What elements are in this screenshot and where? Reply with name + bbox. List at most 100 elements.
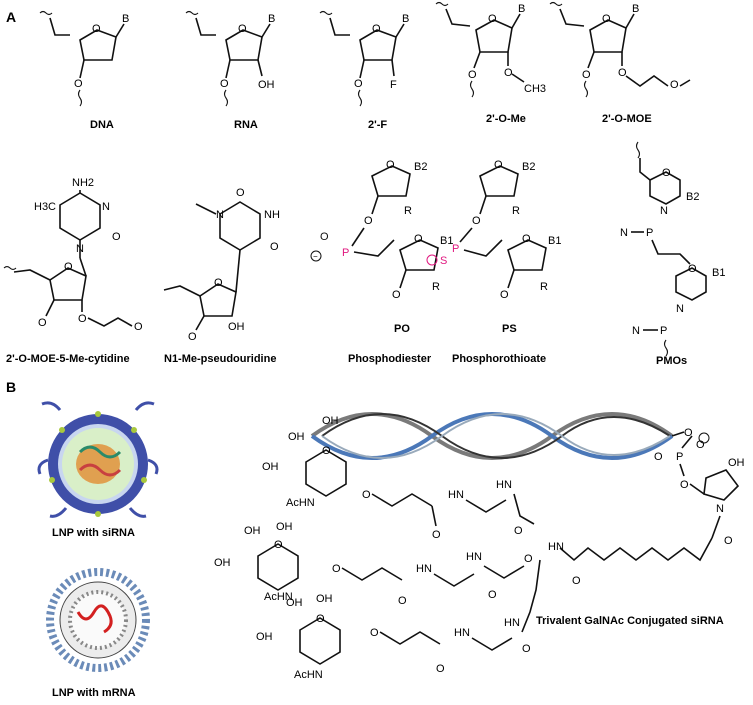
svg-text:N: N	[716, 503, 724, 515]
svg-text:O: O	[320, 231, 329, 243]
n1-me-pseudouridine-structure: N NH O O O O OH N1-Me-pseudouridine	[163, 187, 280, 365]
lnp-mrna-label: LNP with mRNA	[52, 687, 136, 699]
svg-text:B2: B2	[414, 161, 427, 173]
svg-text:O: O	[92, 23, 101, 35]
2moe-label: 2'-O-MOE	[602, 113, 652, 125]
svg-text:O: O	[362, 489, 371, 501]
svg-text:N: N	[216, 209, 224, 221]
pmos-label: PMOs	[656, 355, 687, 367]
svg-text:B1: B1	[548, 235, 561, 247]
svg-text:OH: OH	[286, 597, 303, 609]
svg-text:O: O	[274, 539, 283, 551]
svg-text:CH3: CH3	[524, 83, 546, 95]
lnp-mrna-illustration: LNP with mRNA	[46, 568, 150, 699]
svg-text:OH: OH	[258, 79, 275, 91]
svg-text:O: O	[112, 231, 121, 243]
svg-text:O: O	[316, 613, 325, 625]
svg-text:O: O	[436, 663, 445, 675]
svg-text:P: P	[660, 325, 667, 337]
dna-structure: O B O DNA	[39, 10, 129, 131]
svg-text:O: O	[472, 215, 481, 227]
svg-text:H: H	[548, 541, 556, 553]
svg-text:N: N	[556, 541, 564, 553]
svg-text:B: B	[632, 3, 639, 15]
svg-text:O: O	[74, 78, 83, 90]
svg-text:−: −	[313, 252, 318, 261]
po-tag: PO	[394, 323, 410, 335]
2ome-label: 2'-O-Me	[486, 113, 526, 125]
moe-5me-cytidine-label: 2'-O-MOE-5-Me-cytidine	[6, 353, 130, 365]
rna-label: RNA	[234, 119, 258, 131]
svg-text:O: O	[332, 563, 341, 575]
svg-text:O: O	[64, 261, 73, 273]
pmo-structure: O B2 N P N O B1 N P N PMOs	[620, 141, 725, 367]
ps-tag: PS	[502, 323, 517, 335]
svg-text:P: P	[342, 247, 349, 259]
svg-text:O: O	[680, 479, 689, 491]
svg-text:H: H	[416, 563, 424, 575]
svg-text:O: O	[524, 553, 533, 565]
svg-text:O: O	[602, 13, 611, 25]
svg-text:B: B	[402, 13, 409, 25]
lnp-sirna-label: LNP with siRNA	[52, 527, 135, 539]
svg-text:O: O	[618, 67, 627, 79]
svg-text:O: O	[670, 79, 679, 91]
svg-text:O: O	[372, 23, 381, 35]
svg-text:R: R	[540, 281, 548, 293]
svg-text:O: O	[38, 317, 47, 329]
svg-text:O: O	[432, 529, 441, 541]
svg-text:O: O	[522, 643, 531, 655]
svg-text:N: N	[102, 201, 110, 213]
galnac-branch-1: O OH OH OH AcHN O O H N H N O O	[262, 415, 535, 565]
galnac-branch-2: O OH OH OH AcHN O O H N H N O	[214, 521, 525, 607]
svg-text:OH: OH	[276, 521, 293, 533]
svg-text:R: R	[432, 281, 440, 293]
galnac-branch-3: O OH OH OH AcHN O O H N H N O	[256, 559, 541, 681]
svg-text:O: O	[494, 159, 503, 171]
galnac-label: Trivalent GalNAc Conjugated siRNA	[536, 615, 724, 627]
svg-text:O: O	[504, 67, 513, 79]
svg-text:P: P	[646, 227, 653, 239]
svg-text:O: O	[220, 78, 229, 90]
svg-text:N: N	[676, 303, 684, 315]
svg-text:N: N	[512, 617, 520, 629]
svg-text:N: N	[424, 563, 432, 575]
svg-text:N: N	[456, 489, 464, 501]
svg-text:R: R	[512, 205, 520, 217]
svg-text:P: P	[452, 243, 459, 255]
sirna-helix	[310, 412, 674, 460]
svg-text:OH: OH	[214, 557, 231, 569]
svg-text:O: O	[696, 439, 705, 451]
svg-text:O: O	[662, 167, 671, 179]
phosphodiester-structure: O B2 R O P O − O B1 R O PO Phosphodieste…	[310, 159, 453, 365]
svg-text:O: O	[78, 313, 87, 325]
svg-text:B2: B2	[522, 161, 535, 173]
phosphorothioate-structure: O B2 R O P S O B1 R O PS Phosphorothioat…	[426, 159, 561, 365]
svg-text:O: O	[572, 575, 581, 587]
svg-text:H: H	[454, 627, 462, 639]
svg-text:OH: OH	[288, 431, 305, 443]
svg-text:AcHN: AcHN	[294, 669, 323, 681]
svg-text:N: N	[660, 205, 668, 217]
svg-text:H: H	[496, 479, 504, 491]
svg-text:B2: B2	[686, 191, 699, 203]
svg-text:O: O	[488, 589, 497, 601]
svg-text:B: B	[268, 13, 275, 25]
svg-text:NH: NH	[264, 209, 280, 221]
svg-text:O: O	[514, 525, 523, 537]
svg-text:N: N	[462, 627, 470, 639]
2moe-structure: O B O O O 2'-O-MOE	[549, 1, 691, 125]
svg-text:O: O	[582, 69, 591, 81]
svg-text:N: N	[620, 227, 628, 239]
svg-text:O: O	[392, 289, 401, 301]
n1-me-pseudouridine-label: N1-Me-pseudouridine	[164, 353, 276, 365]
rna-structure: O B O OH RNA	[185, 10, 275, 131]
svg-text:O: O	[488, 13, 497, 25]
panel-a-letter: A	[6, 9, 16, 25]
svg-text:B1: B1	[712, 267, 725, 279]
svg-text:O: O	[134, 321, 143, 333]
svg-text:O: O	[688, 263, 697, 275]
svg-text:O: O	[214, 277, 223, 289]
svg-text:OH: OH	[728, 457, 745, 469]
